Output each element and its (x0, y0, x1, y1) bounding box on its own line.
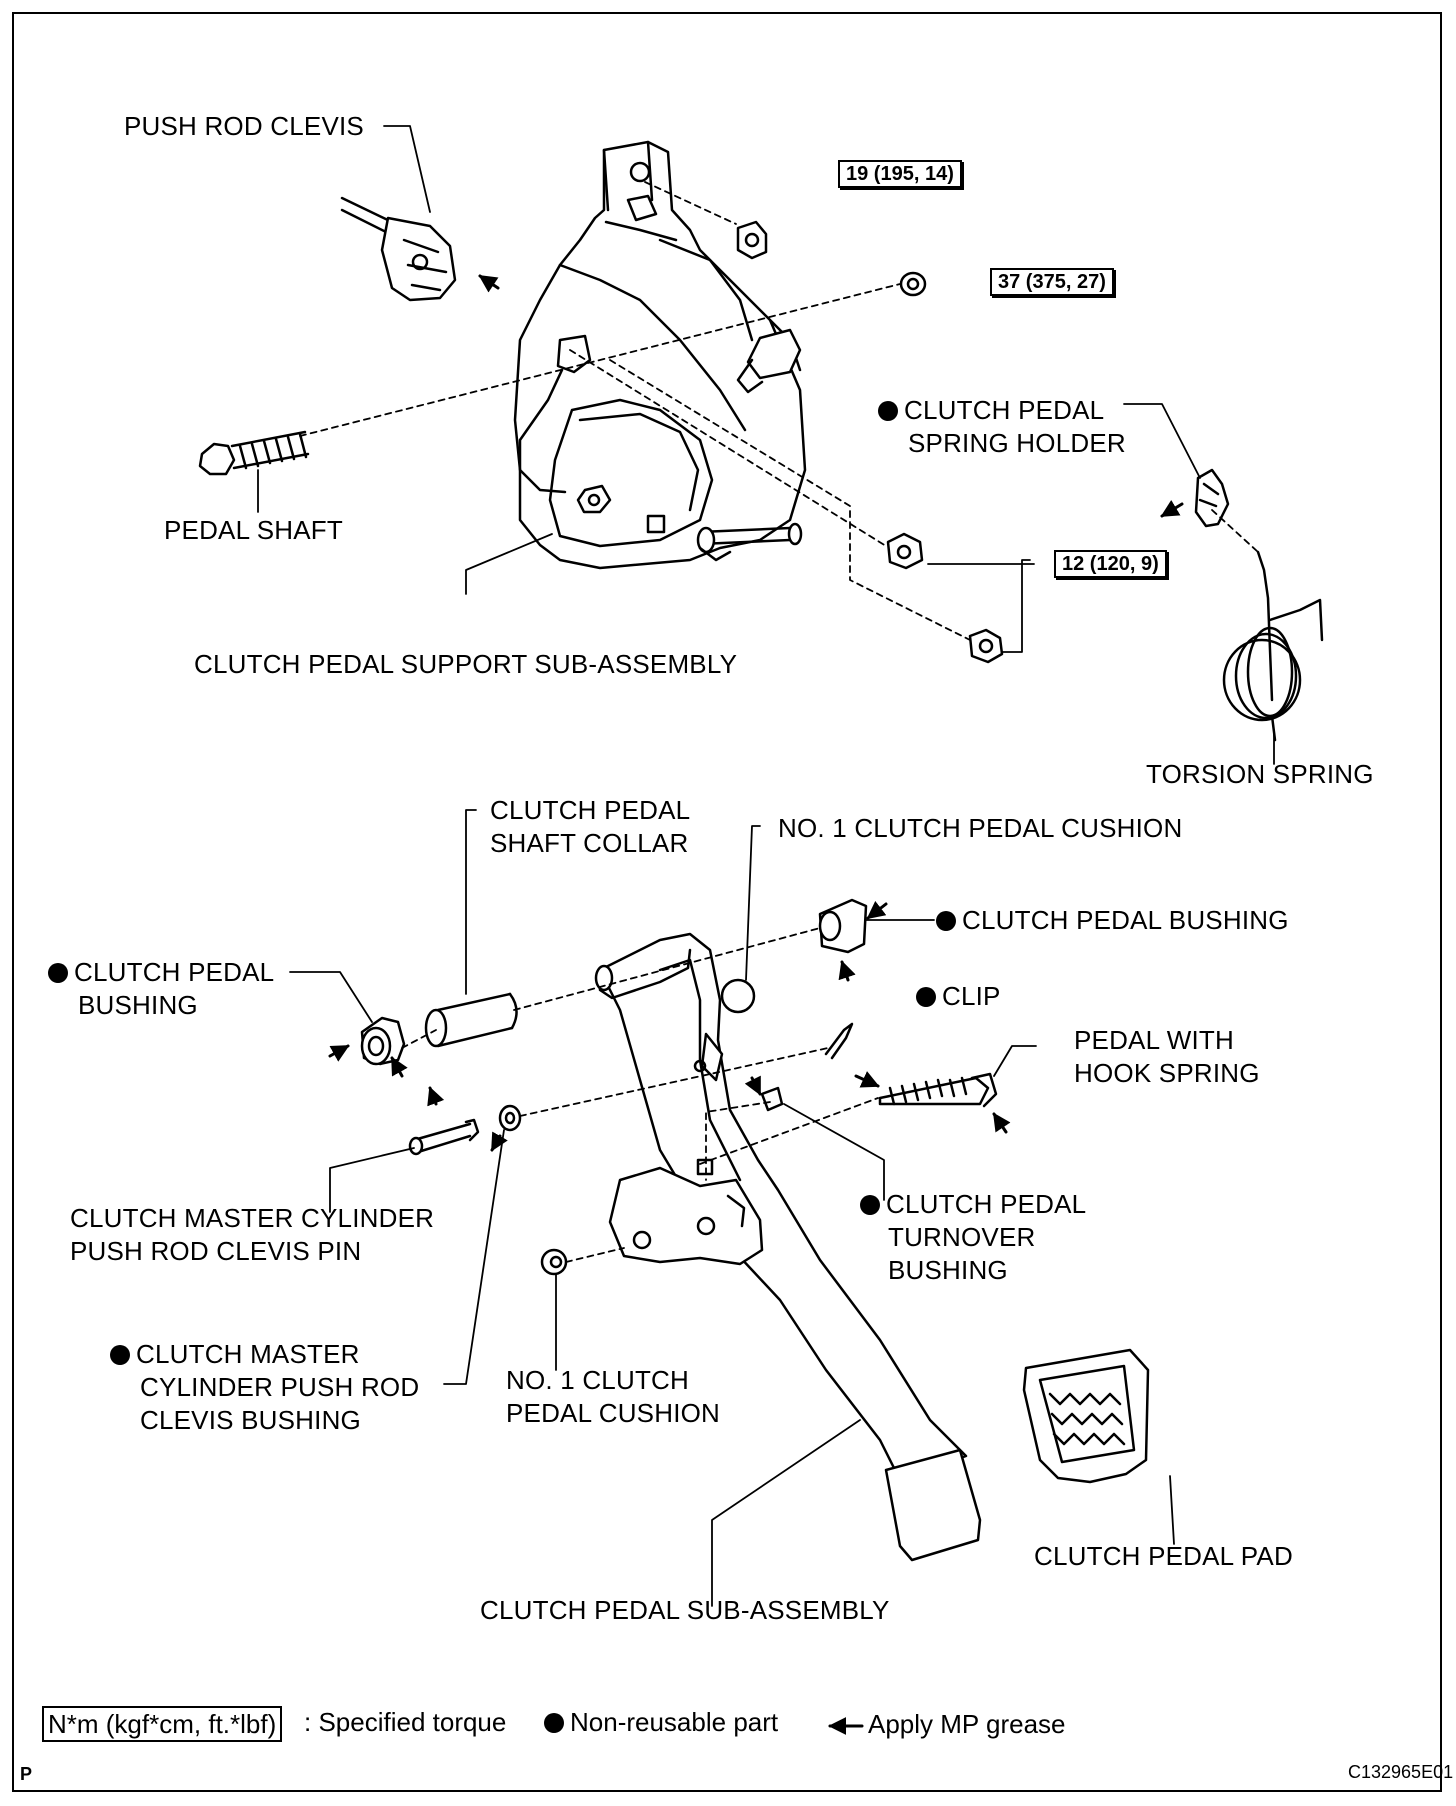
label-no1-cushion-bottom-line2: PEDAL CUSHION (506, 1398, 721, 1428)
torsion-spring-part (1222, 550, 1324, 742)
grease-arrows (328, 274, 1184, 1735)
legend-nonreusable: Non-reusable part (544, 1706, 778, 1738)
nonreusable-dot-icon (544, 1713, 564, 1733)
no1-cushion-top-part (720, 978, 756, 1014)
bolt-19-part (736, 220, 768, 260)
push-rod-clevis-part (340, 196, 457, 302)
torque-value-box: 19 (195, 14) (838, 160, 962, 188)
nonreusable-dot-icon (878, 401, 898, 421)
label-turnover-bushing: CLUTCH PEDAL (860, 1188, 1086, 1221)
pedal-support-part (513, 140, 807, 570)
label-clip: CLIP (916, 980, 1001, 1013)
bushing-left-part (360, 1016, 406, 1066)
nonreusable-dot-icon (860, 1195, 880, 1215)
label-torsion-spring: TORSION SPRING (1146, 759, 1374, 789)
label-no1-cushion-top: NO. 1 CLUTCH PEDAL CUSHION (778, 813, 1183, 843)
label-clevis-bushing: CLUTCH MASTER (110, 1338, 360, 1371)
label-push-rod-clevis: PUSH ROD CLEVIS (124, 111, 364, 141)
spring-holder-part (1194, 468, 1230, 528)
no1-cushion-bottom-part (540, 1248, 568, 1276)
label-support-sub-assembly: CLUTCH PEDAL SUPPORT SUB-ASSEMBLY (194, 649, 738, 679)
label-spring-holder-line2: SPRING HOLDER (908, 428, 1126, 458)
label-clevis-pin-line2: PUSH ROD CLEVIS PIN (70, 1236, 362, 1266)
label-spring-holder: CLUTCH PEDAL (878, 394, 1104, 427)
nonreusable-dot-icon (936, 911, 956, 931)
nut-37-part (899, 271, 927, 297)
page-mark: P (20, 1764, 33, 1784)
legend-torque-key: N*m (kgf*cm, ft.*lbf) (42, 1706, 283, 1742)
diagram-frame (12, 12, 1442, 1792)
clevis-pin-part (408, 1118, 480, 1156)
label-shaft-collar-line2: SHAFT COLLAR (490, 828, 689, 858)
label-clevis-bushing-line3: CLEVIS BUSHING (140, 1405, 361, 1435)
torque-value-box: 12 (120, 9) (1054, 550, 1167, 578)
label-no1-cushion-bottom: NO. 1 CLUTCH (506, 1365, 689, 1395)
label-turnover-line2: TURNOVER (888, 1222, 1036, 1252)
shaft-collar-part (424, 992, 518, 1048)
turnover-bushing-part (760, 1086, 784, 1112)
label-hook-spring-line2: HOOK SPRING (1074, 1058, 1260, 1088)
label-pedal-shaft: PEDAL SHAFT (164, 515, 343, 545)
pedal-shaft-bolt-part (198, 430, 310, 476)
pedal-pad-part (1022, 1348, 1150, 1484)
label-clevis-pin: CLUTCH MASTER CYLINDER (70, 1203, 435, 1233)
clevis-bushing-part (498, 1104, 522, 1132)
hook-spring-part (878, 1072, 998, 1108)
nonreusable-dot-icon (48, 963, 68, 983)
clutch-pedal-arm-part (594, 932, 982, 1562)
clip-part (824, 1022, 854, 1060)
figure-code: C132965E01 (1348, 1762, 1454, 1782)
nonreusable-dot-icon (916, 987, 936, 1007)
legend-torque-text: : Specified torque (304, 1707, 507, 1737)
torque-value-box: 37 (375, 27) (990, 268, 1114, 296)
label-shaft-collar: CLUTCH PEDAL (490, 795, 691, 825)
leader-lines (257, 125, 1275, 1607)
legend-grease: Apply MP grease (868, 1709, 1066, 1739)
nut-12-upper-part (886, 532, 924, 570)
label-bushing-right: CLUTCH PEDAL BUSHING (936, 904, 1289, 937)
label-pedal-sub-assembly: CLUTCH PEDAL SUB-ASSEMBLY (480, 1595, 890, 1625)
assembly-lines (299, 181, 1259, 1263)
label-pedal-pad: CLUTCH PEDAL PAD (1034, 1541, 1293, 1571)
label-bushing-left: CLUTCH PEDAL (48, 956, 274, 989)
label-clevis-bushing-line2: CYLINDER PUSH ROD (140, 1372, 420, 1402)
label-turnover-line3: BUSHING (888, 1255, 1008, 1285)
label-bushing-left-line2: BUSHING (78, 990, 198, 1020)
label-hook-spring: PEDAL WITH (1074, 1025, 1234, 1055)
nut-12-lower-part (968, 628, 1004, 664)
bushing-right-part (818, 898, 868, 954)
nonreusable-dot-icon (110, 1345, 130, 1365)
